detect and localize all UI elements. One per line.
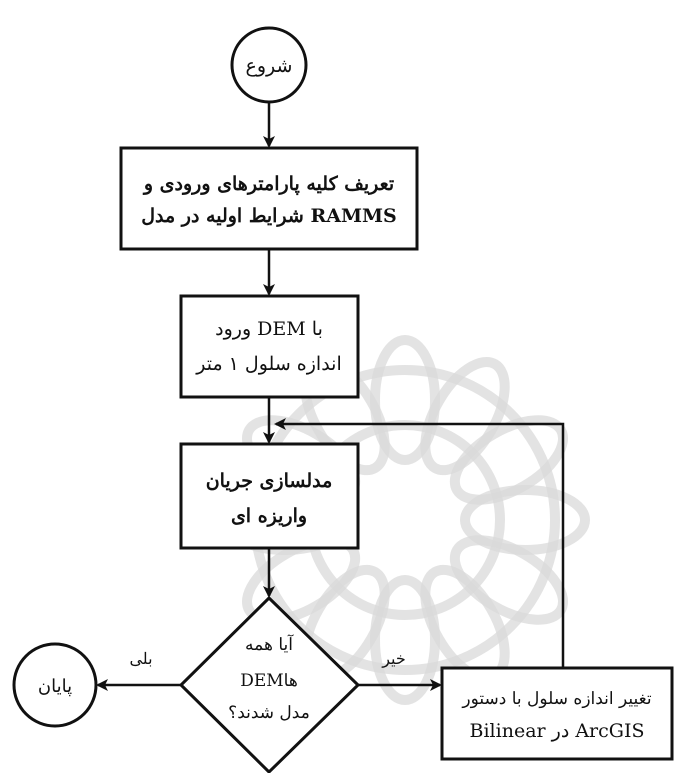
model-flow-box: مدلسازی جریان واریزه ای [179,442,360,550]
model-flow-line-2: واریزه ای [231,505,307,527]
change-cell-line-2: Bilinear در ArcGIS [470,720,645,742]
decision-line-1: آیا همه [245,633,294,655]
change-cell-line-1: تغییر اندازه سلول با دستور [461,689,652,709]
define-params-box: تعریف کلیه پارامترهای ورودی و شرایط اولی… [119,146,419,251]
start-node: شروع [230,26,308,104]
start-label: شروع [246,55,293,77]
edge-loop-back [274,418,565,668]
edge-no-label: خیر [381,649,406,668]
input-dem-line-2: اندازه سلول ۱ متر [195,353,342,375]
model-flow-line-1: مدلسازی جریان [206,470,333,492]
input-dem-line-1: ورود DEM با [215,318,323,340]
end-label: پایان [38,676,72,697]
input-dem-box: ورود DEM با اندازه سلول ۱ متر [179,294,360,399]
edge-yes-label: بلی [129,649,152,668]
define-params-line-1: تعریف کلیه پارامترهای ورودی و [142,173,394,195]
end-node: پایان [12,642,98,728]
change-cell-box: تغییر اندازه سلول با دستور Bilinear در A… [440,666,674,761]
decision-line-2: DEMها [240,671,298,691]
decision-diamond: آیا همه DEMها مدل شدند؟ [178,595,361,773]
define-params-line-2: شرایط اولیه در مدل RAMMS [141,205,397,227]
decision-line-3: مدل شدند؟ [228,703,310,723]
